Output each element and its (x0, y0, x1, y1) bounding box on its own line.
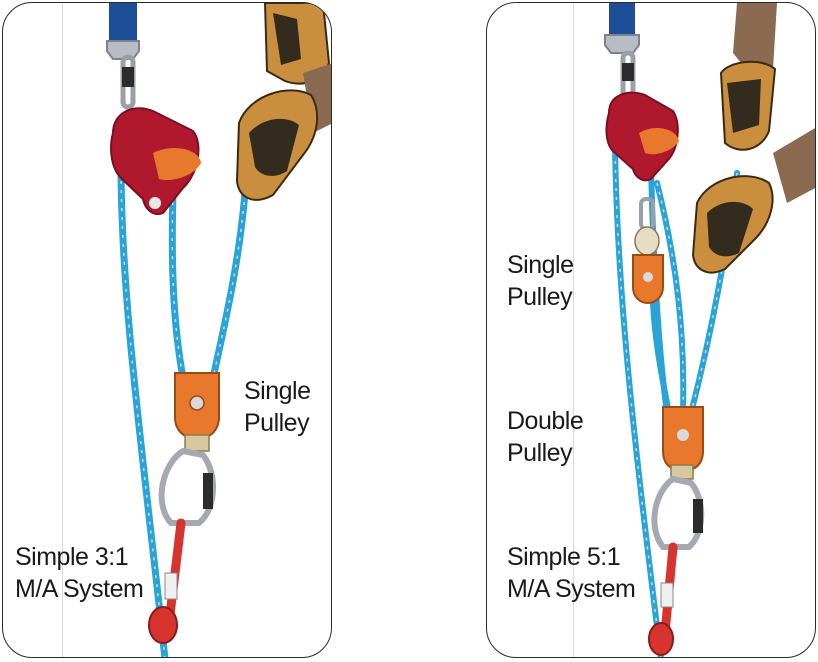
device-cam-lever (639, 127, 679, 155)
panel-3-to-1: Single Pulley Simple 3:1 M/A System (2, 2, 332, 658)
sling-knot (148, 606, 178, 644)
rope-strand-4 (650, 300, 672, 416)
panel-guide-line (573, 3, 574, 657)
system-label: Simple 3:1 M/A System (15, 541, 144, 605)
sling-knot (648, 622, 674, 656)
rope-strand-middle (168, 189, 187, 382)
lower-carabiner-gate (203, 473, 213, 509)
carabiner-gate (122, 67, 134, 87)
anchor-ring (604, 34, 640, 54)
progress-capture-device (110, 107, 200, 215)
system-label-line-1: Simple 5:1 (507, 543, 621, 571)
forearm (303, 63, 331, 133)
pulley-swivel (184, 434, 210, 452)
upper-pulley-label-line-1: Single (507, 251, 574, 279)
system-label-line-2: M/A System (15, 575, 144, 603)
forearm (773, 128, 815, 203)
forearm-top (733, 3, 777, 73)
double-pulley-label-line-1: Double (507, 407, 584, 435)
system-label-line-2: M/A System (507, 575, 636, 603)
panel-5-to-1: Single Pulley Double Pulley Simple 5:1 M… (486, 2, 816, 658)
lower-carabiner-gate (693, 499, 703, 533)
pulley-axle (189, 395, 205, 411)
anchor-ring (106, 40, 140, 60)
carabiner-gate (622, 63, 634, 81)
pulley-label-line-2: Pulley (244, 409, 310, 437)
device-hole (149, 197, 161, 209)
panel-guide-line (62, 3, 63, 657)
pulley-label-line-1: Single (244, 377, 311, 405)
system-label: Simple 5:1 M/A System (507, 541, 636, 605)
upper-pulley-label: Single Pulley (507, 249, 574, 313)
upper-pulley-carabiner (639, 197, 655, 231)
double-pulley-label: Double Pulley (507, 405, 584, 469)
double-pulley-label-line-2: Pulley (507, 439, 573, 467)
system-label-line-1: Simple 3:1 (15, 543, 129, 571)
rope-strand-right (209, 189, 249, 382)
upper-pulley-ring (634, 226, 660, 256)
device-cam-lever (153, 148, 201, 181)
anchor-webbing (109, 3, 137, 41)
pulley-label: Single Pulley (244, 375, 311, 439)
illustration-3-to-1 (106, 3, 331, 657)
anchor-webbing (609, 3, 635, 37)
upper-pulley-label-line-2: Pulley (507, 283, 573, 311)
lower-carabiner (158, 447, 216, 526)
illustration-5-to-1 (604, 3, 815, 657)
